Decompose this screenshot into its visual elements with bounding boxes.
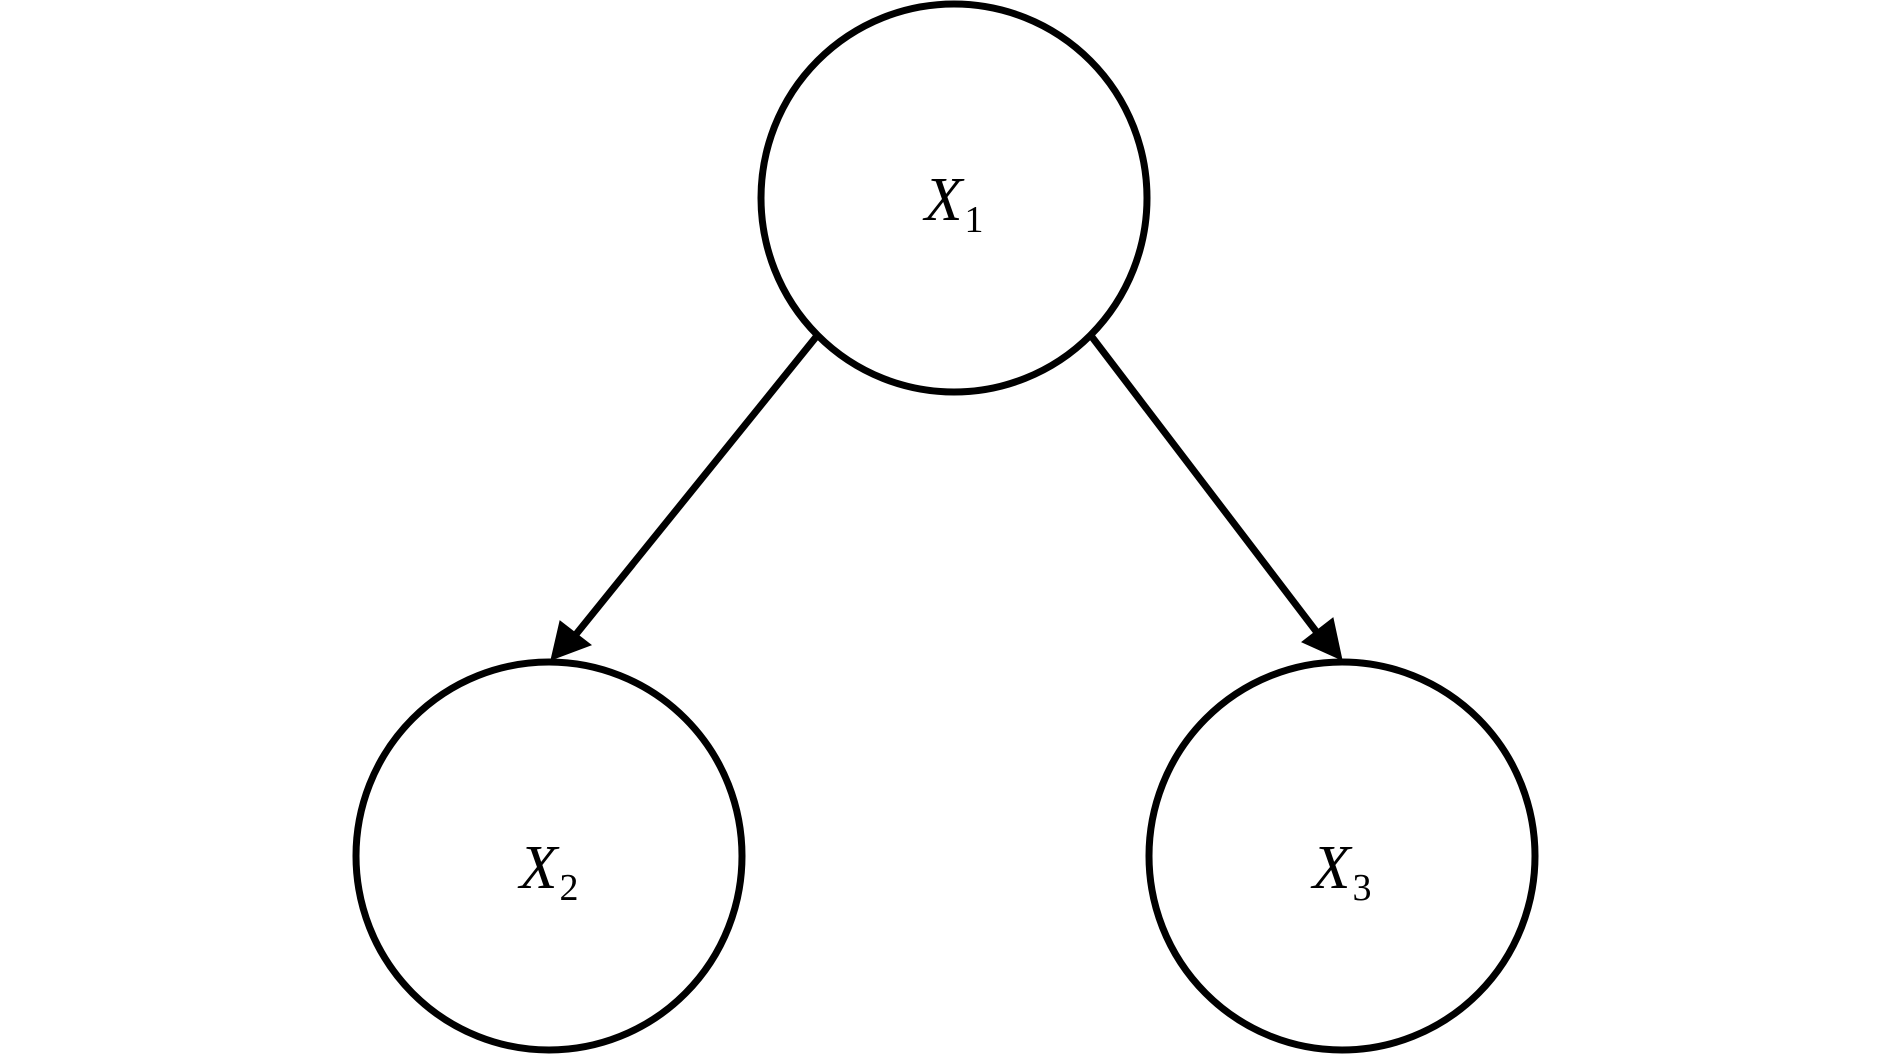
node-x2-subscript: 2 — [559, 867, 578, 909]
node-x2-variable: X — [517, 834, 560, 902]
node-x1-label: X1 — [922, 166, 984, 241]
edge-x1-x2-arrowhead — [550, 620, 593, 661]
node-x3: X3 — [1145, 658, 1539, 1054]
node-x2: X2 — [352, 658, 746, 1054]
node-x3-label: X3 — [1310, 834, 1372, 909]
node-x3-subscript: 3 — [1352, 867, 1371, 909]
node-x1-variable: X — [922, 166, 965, 234]
node-x2-circle — [352, 658, 746, 1054]
edge-x1-x2 — [550, 334, 819, 661]
edge-x1-x3 — [1089, 334, 1343, 661]
node-x1-subscript: 1 — [964, 199, 983, 241]
node-x1-circle — [757, 0, 1151, 396]
edge-x1-x3-line — [1089, 334, 1328, 646]
node-x2-label: X2 — [517, 834, 579, 909]
node-x3-variable: X — [1310, 834, 1353, 902]
node-x1: X1 — [757, 0, 1151, 396]
edge-x1-x3-arrowhead — [1301, 617, 1343, 661]
node-x3-circle — [1145, 658, 1539, 1054]
edge-x1-x2-line — [566, 334, 819, 646]
